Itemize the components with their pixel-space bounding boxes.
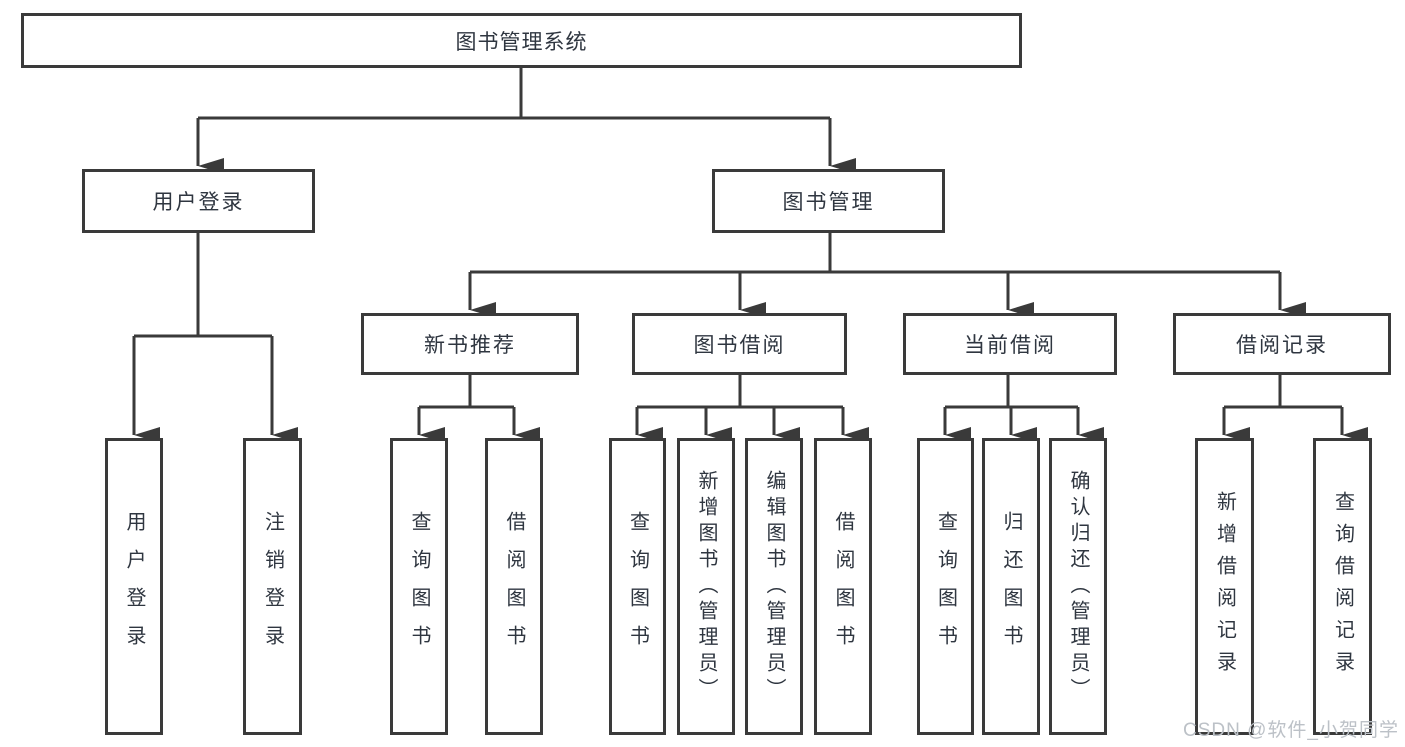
node-library-management-system: 图书管理系统	[21, 13, 1022, 68]
node-book-borrow: 图书借阅	[632, 313, 847, 375]
leaf-query-books-borrow: 查询图书	[609, 438, 666, 735]
node-user-login: 用户登录	[82, 169, 315, 233]
leaf-confirm-return-admin: 确认归还（管理员）	[1049, 438, 1107, 735]
node-borrow-record: 借阅记录	[1173, 313, 1391, 375]
csdn-watermark: CSDN @软件_小贺同学	[1183, 720, 1399, 741]
leaf-edit-books-admin: 编辑图书（管理员）	[745, 438, 803, 735]
leaf-query-borrow-record: 查询借阅记录	[1313, 438, 1372, 735]
leaf-add-books-admin: 新增图书（管理员）	[677, 438, 735, 735]
leaf-logout: 注销登录	[243, 438, 302, 735]
leaf-query-books-current: 查询图书	[917, 438, 974, 735]
node-book-management: 图书管理	[712, 169, 945, 233]
leaf-user-login: 用户登录	[105, 438, 163, 735]
leaf-return-books: 归还图书	[982, 438, 1040, 735]
leaf-query-books-recommend: 查询图书	[390, 438, 448, 735]
node-new-book-recommend: 新书推荐	[361, 313, 579, 375]
node-current-borrow: 当前借阅	[903, 313, 1117, 375]
leaf-borrow-books: 借阅图书	[814, 438, 872, 735]
leaf-borrow-books-recommend: 借阅图书	[485, 438, 543, 735]
leaf-add-borrow-record: 新增借阅记录	[1195, 438, 1254, 735]
